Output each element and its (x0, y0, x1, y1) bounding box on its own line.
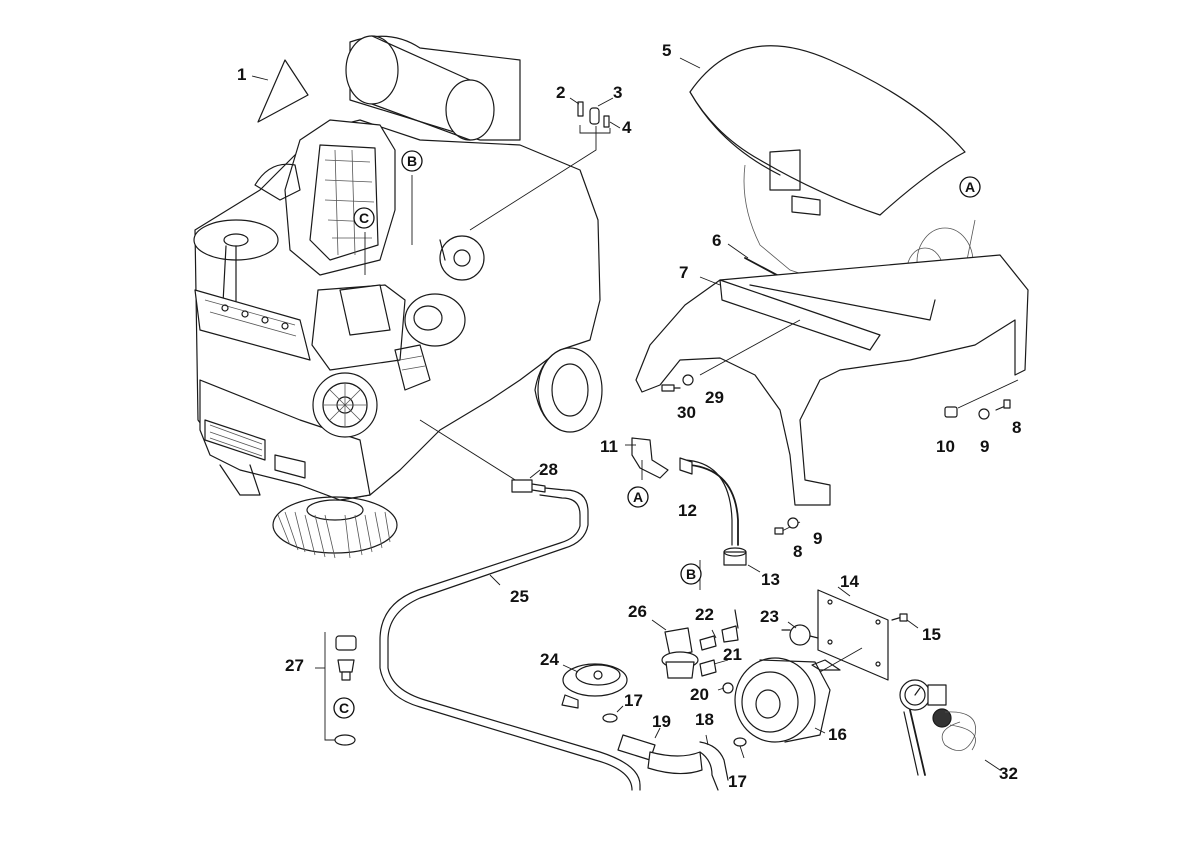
callout-19: 19 (652, 712, 671, 731)
marker-c-machine: C (353, 207, 375, 229)
callout-6: 6 (712, 231, 721, 250)
callout-17a: 17 (624, 691, 643, 710)
part-1-warning-label (251, 59, 309, 123)
parts-17-19-hoses-clamps (602, 705, 747, 791)
callout-8a: 8 (1012, 418, 1021, 437)
callout-4: 4 (622, 118, 632, 137)
part-28-fitting (511, 469, 546, 493)
part-16-pump (734, 647, 863, 743)
marker-c-cap: C (333, 697, 355, 719)
marker-b-hose: B (680, 563, 702, 585)
marker-a-bracket: A (627, 486, 649, 508)
callout-8b: 8 (793, 542, 802, 561)
callout-23: 23 (760, 607, 779, 626)
callout-12: 12 (678, 501, 697, 520)
callout-28: 28 (539, 460, 558, 479)
hood-assembly (635, 45, 1029, 506)
parts-11-12-13-hose (625, 437, 761, 590)
parts-29-30-screw-washer (661, 374, 694, 392)
callout-9a: 9 (980, 437, 989, 456)
callout-5: 5 (662, 41, 671, 60)
parts-20-21-22-fittings (699, 609, 739, 694)
part-32-pressure-tester-kit (899, 679, 1001, 776)
marker-label: B (407, 153, 417, 169)
marker-a-hood: A (959, 176, 981, 198)
marker-b-machine: B (401, 150, 423, 172)
callout-18: 18 (695, 710, 714, 729)
marker-label: B (686, 566, 696, 582)
callout-7: 7 (679, 263, 688, 282)
marker-label: A (965, 179, 975, 195)
callout-26: 26 (628, 602, 647, 621)
callout-20: 20 (690, 685, 709, 704)
callout-21: 21 (723, 645, 742, 664)
callout-13: 13 (761, 570, 780, 589)
callout-32: 32 (999, 764, 1018, 783)
part-24-pressure-housing (561, 663, 628, 709)
callout-30: 30 (677, 403, 696, 422)
marker-label: A (633, 489, 643, 505)
part-27-cap-assembly (315, 632, 357, 746)
callout-24: 24 (540, 650, 559, 669)
callout-25: 25 (510, 587, 529, 606)
parts-14-15-23-switch-plate (781, 586, 919, 681)
callout-2: 2 (556, 83, 565, 102)
callout-10: 10 (936, 437, 955, 456)
part-26-solenoid-valve (651, 619, 699, 679)
marker-label: C (339, 700, 349, 716)
parts-2-3-4-fuses (569, 97, 621, 134)
callout-15: 15 (922, 625, 941, 644)
callout-16: 16 (828, 725, 847, 744)
parts-8-9-10-fasteners (774, 379, 1019, 535)
callout-3: 3 (613, 83, 622, 102)
callout-9b: 9 (813, 529, 822, 548)
part-25-hose-loop (379, 487, 641, 791)
callout-14: 14 (840, 572, 859, 591)
callout-27: 27 (285, 656, 304, 675)
marker-label: C (359, 210, 369, 226)
sweeper-machine (193, 35, 603, 559)
callout-numbers: 1 2 3 4 5 6 7 8 8 9 9 10 11 12 13 14 15 … (237, 41, 1021, 791)
callout-1: 1 (237, 65, 246, 84)
callout-11: 11 (600, 437, 618, 456)
callout-17b: 17 (728, 772, 747, 791)
callout-22: 22 (695, 605, 714, 624)
callout-29: 29 (705, 388, 724, 407)
side-broom (272, 496, 398, 554)
